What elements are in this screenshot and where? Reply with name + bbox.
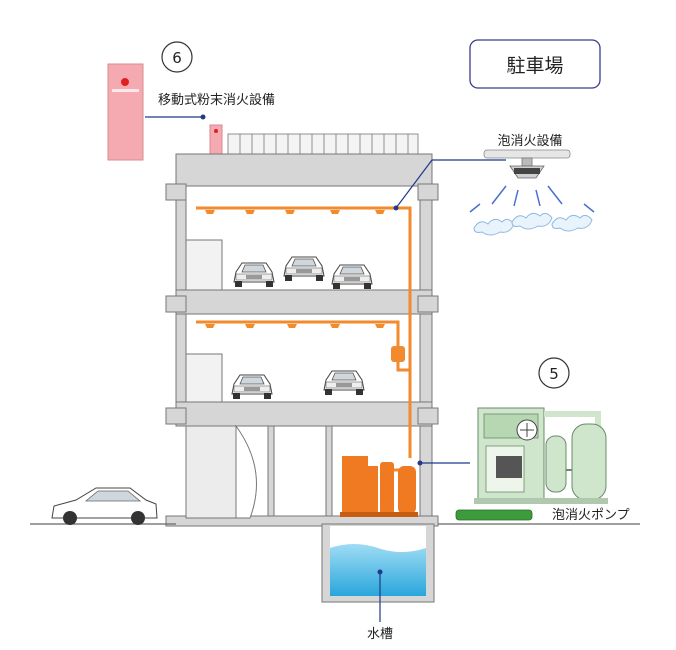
water-tank-label: 水槽 xyxy=(367,627,393,642)
water-tank xyxy=(321,523,435,603)
external-foam-pump xyxy=(474,407,608,504)
ramp xyxy=(235,424,257,519)
building xyxy=(165,153,439,527)
title-box: 駐車場 xyxy=(469,39,601,89)
ramp-wall xyxy=(185,425,237,519)
page-title: 駐車場 xyxy=(506,55,563,77)
roof-railing xyxy=(227,133,419,155)
foam-pump-label: 泡消火ポンプ xyxy=(552,508,630,523)
marker-6: 6 xyxy=(161,41,193,73)
pointer-line-foam xyxy=(395,159,506,209)
pipe-valve xyxy=(391,346,405,362)
powder-extinguisher-cabinet xyxy=(107,63,144,161)
svg-text:6: 6 xyxy=(172,49,182,67)
indoor-foam-pump xyxy=(340,456,418,517)
foam-head-detail xyxy=(469,149,595,236)
svg-text:5: 5 xyxy=(549,365,559,383)
pump-base-mat xyxy=(455,509,533,521)
marker-5: 5 xyxy=(538,357,570,389)
powder-extinguisher-label: 移動式粉末消火設備 xyxy=(158,92,275,108)
foam-system-label: 泡消火設備 xyxy=(497,133,562,149)
outside-car xyxy=(51,487,158,525)
